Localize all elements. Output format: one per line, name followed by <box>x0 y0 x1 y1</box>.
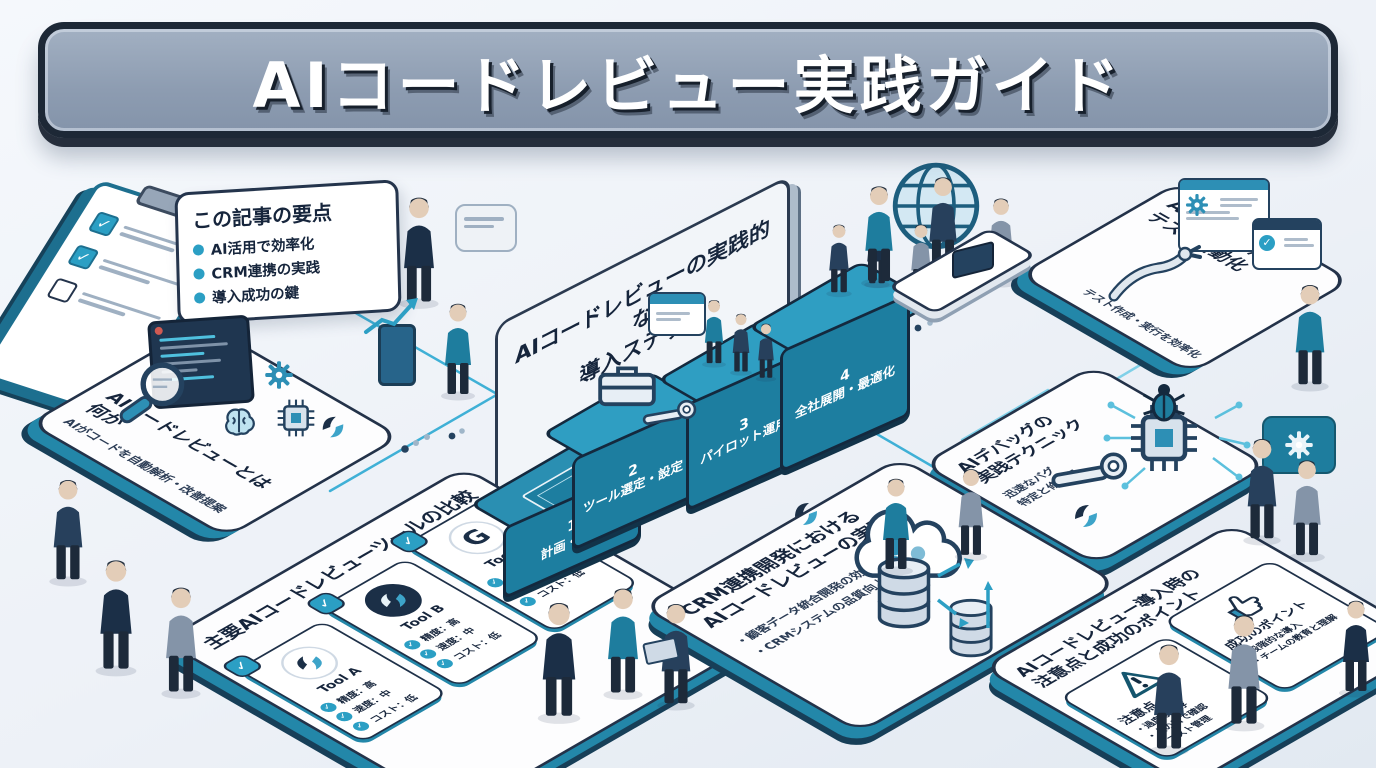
person-figure <box>1146 640 1192 758</box>
check-circle-icon: ✓ <box>333 710 356 724</box>
person-figure <box>1288 282 1332 392</box>
person-figure <box>1336 596 1376 700</box>
person-figure <box>824 222 854 298</box>
person-figure <box>1240 434 1284 548</box>
circuit-lines-icon <box>1103 401 1251 490</box>
swirl-logo-icon <box>318 412 348 442</box>
brain-icon <box>222 404 256 438</box>
check-circle-icon: ✓ <box>1259 235 1275 251</box>
sync-arrows-icon <box>936 558 993 628</box>
wrench-icon <box>1050 450 1130 492</box>
wrench-icon <box>642 398 698 428</box>
person-figure <box>876 476 916 576</box>
check-circle-icon: ✓ <box>400 638 424 652</box>
presentation-screen-icon <box>648 292 706 336</box>
person-figure <box>754 322 778 382</box>
gear-icon <box>1185 193 1209 217</box>
magnifier-icon <box>118 358 190 430</box>
checklist-lines <box>96 255 184 297</box>
key-points-title: この記事の要点 <box>191 200 333 233</box>
person-figure <box>534 598 584 726</box>
bullet-dot-icon <box>193 268 205 280</box>
person-figure <box>1220 610 1268 734</box>
gear-icon <box>264 360 294 390</box>
bullet-dot-icon <box>194 292 206 304</box>
person-figure <box>158 584 204 700</box>
page-title: AIコードレビュー実践ガイド <box>252 49 1124 122</box>
check-circle-icon: ✓ <box>433 657 456 671</box>
person-figure <box>700 298 728 368</box>
person-figure <box>438 300 478 402</box>
check-circle-icon: ✓ <box>416 647 440 661</box>
check-circle-icon: ✓ <box>316 700 340 714</box>
chip-icon <box>276 398 316 438</box>
person-figure <box>46 476 90 588</box>
test-result-card-icon: ✓ <box>1252 218 1322 270</box>
title-banner: AIコードレビュー実践ガイド <box>38 22 1338 138</box>
bug-icon <box>1140 378 1188 426</box>
person-figure <box>858 182 900 290</box>
person-figure <box>728 312 754 376</box>
swirl-logo-icon <box>1070 500 1102 532</box>
speech-bubble-gear-icon <box>1262 416 1336 474</box>
person-figure <box>952 466 990 562</box>
speech-bubble-icon <box>455 204 517 252</box>
swirl-logo-icon <box>790 498 822 530</box>
robot-arm-icon <box>1108 245 1202 302</box>
check-badge-icon: ✓ <box>219 652 265 680</box>
person-figure <box>1286 456 1328 564</box>
bullet-dot-icon <box>192 244 205 256</box>
checkbox-checked-icon: ✓ <box>66 244 100 271</box>
check-circle-icon: ✓ <box>349 719 373 733</box>
checkbox-checked-icon: ✓ <box>87 211 121 238</box>
person-figure <box>600 582 646 704</box>
podium-icon <box>378 324 416 386</box>
checkbox-empty-icon <box>46 277 79 304</box>
growth-arrow-icon <box>364 298 418 334</box>
person-figure <box>92 556 140 678</box>
